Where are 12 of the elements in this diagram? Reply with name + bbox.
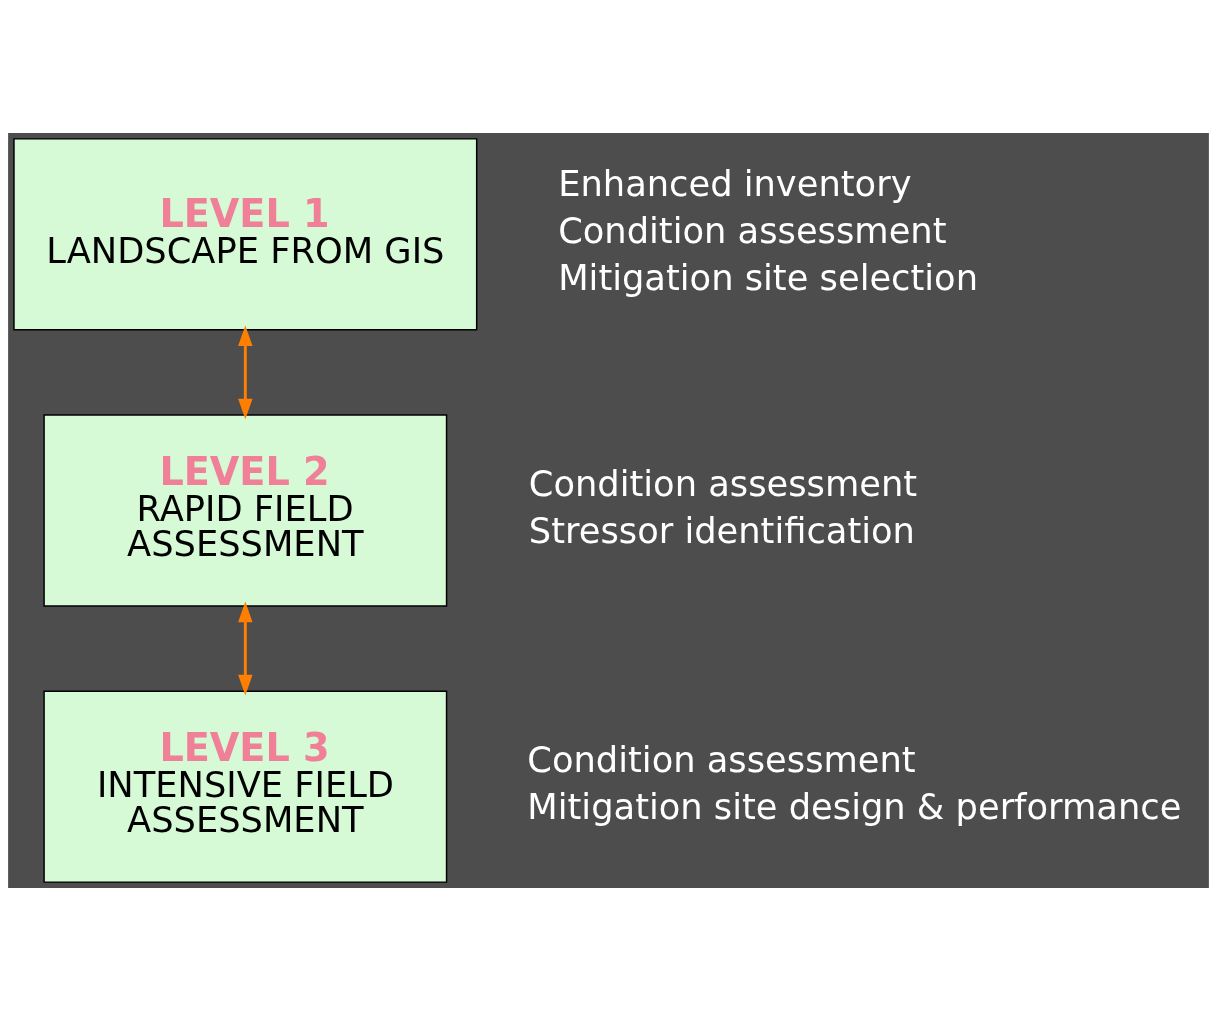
node-box: LEVEL 2 RAPID FIELD ASSESSMENT — [43, 413, 448, 607]
node-label: Condition assessment — [528, 462, 918, 504]
arrow — [238, 601, 253, 695]
node-label: Condition assessment — [558, 209, 947, 251]
node-box: LEVEL 3 INTENSIVE FIELD ASSESSMENT — [43, 689, 448, 883]
arrow — [238, 324, 253, 419]
node-label: Mitigation site design & performance — [527, 785, 1182, 827]
node-label: Condition assessment — [527, 738, 916, 780]
node-label: Mitigation site selection — [558, 256, 979, 298]
node-box: LEVEL 1 LANDSCAPE FROM GIS — [13, 137, 478, 331]
node-label: Stressor identification — [528, 509, 915, 551]
node-label: Enhanced inventory — [558, 162, 912, 204]
